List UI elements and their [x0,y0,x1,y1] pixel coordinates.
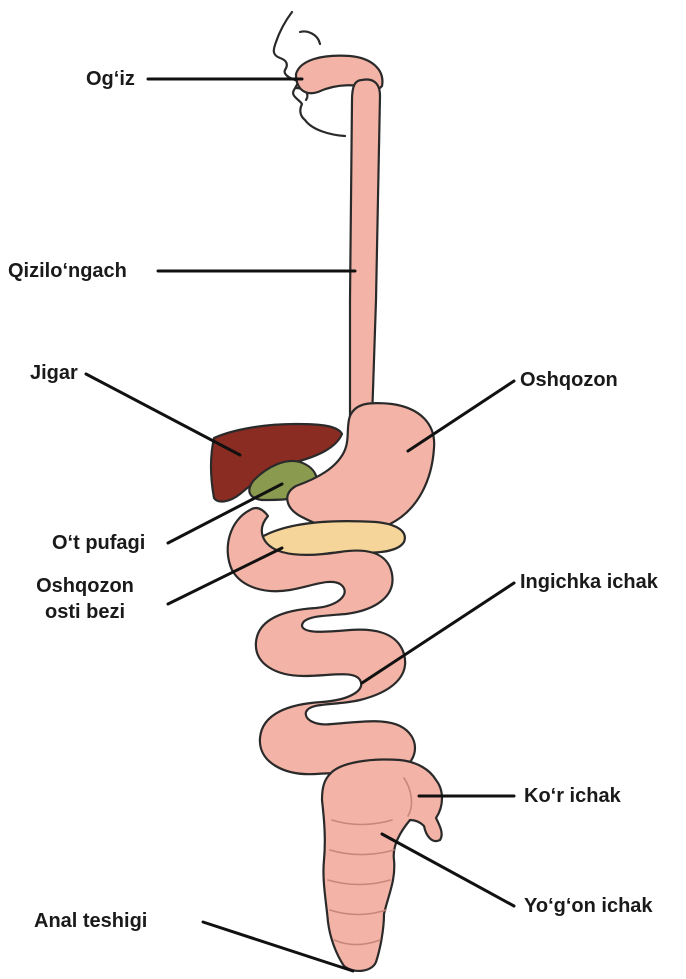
label-cecum: Ko‘r ichak [524,784,621,808]
leader-stomach [408,381,514,451]
label-stomach: Oshqozon [520,368,618,392]
label-gallbladder: O‘t pufagi [52,531,145,555]
label-pancreas-line2: osti bezi [10,599,160,625]
esophagus [350,80,380,425]
leader-liver [86,374,240,455]
large-intestine [322,760,442,971]
label-mouth: Og‘iz [86,67,135,91]
label-liver: Jigar [30,361,78,385]
label-small-intestine: Ingichka ichak [520,570,658,594]
label-large-intestine: Yo‘g‘on ichak [524,894,653,918]
label-anus: Anal teshigi [34,909,147,933]
label-esophagus: Qizilo‘ngach [8,259,127,283]
leader-large-intestine [382,834,514,906]
label-pancreas: Oshqozon osti bezi [10,573,160,625]
label-pancreas-line1: Oshqozon [10,573,160,599]
